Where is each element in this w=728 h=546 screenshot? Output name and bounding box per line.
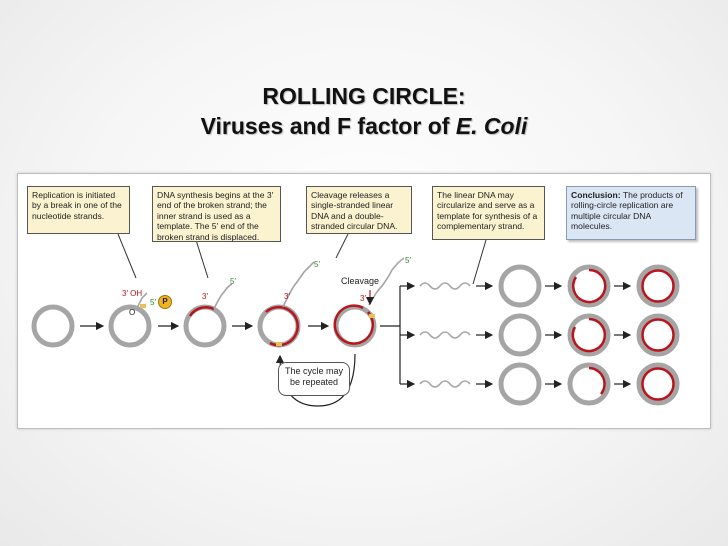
- circularized-circles: [498, 264, 542, 406]
- label-3prime-stage4: 3′: [284, 292, 290, 301]
- label-3prime-oh: 3′ OH: [122, 289, 143, 298]
- final-circular-products: [636, 264, 680, 406]
- diagram-canvas: [31, 233, 680, 407]
- stage-1-circle: [31, 304, 75, 348]
- linear-strands: [419, 282, 471, 388]
- label-5prime-stage4: 5′: [314, 260, 320, 269]
- title-species: E. Coli: [455, 113, 528, 139]
- stage-5-cleavage: [333, 257, 405, 348]
- callout-cleavage: Cleavage releases a single-stranded line…: [306, 186, 412, 234]
- callout-pointers: [117, 233, 487, 285]
- title-line-2-text: Viruses and F factor of: [200, 113, 456, 139]
- label-origin: O: [129, 308, 136, 317]
- label-5prime-stage2: 5′: [150, 298, 156, 307]
- pointer-3: [335, 233, 349, 259]
- label-3prime-stage3: 3′: [202, 292, 208, 301]
- callout-synthesis: DNA synthesis begins at the 3′ end of th…: [152, 186, 281, 242]
- pointer-2: [195, 239, 209, 279]
- label-5prime-stage3: 5′: [230, 277, 236, 286]
- label-5prime-stage5: 5′: [405, 256, 411, 265]
- label-3prime-stage5: 3′: [360, 294, 366, 303]
- arrows-to-synthesis: [545, 281, 563, 389]
- cycle-repeat-label: The cycle may be repeated: [278, 362, 350, 396]
- callout-initiation: Replication is initiated by a break in o…: [27, 186, 130, 234]
- conclusion-label: Conclusion:: [571, 190, 621, 200]
- pointer-4: [472, 239, 487, 285]
- rolling-circle-figure: Replication is initiated by a break in o…: [17, 173, 711, 429]
- title-line-1: ROLLING CIRCLE:: [262, 83, 466, 109]
- conclusion-text: The products of rolling-circle replicati…: [571, 190, 683, 232]
- phosphate-icon: P: [158, 295, 172, 309]
- title-line-2: Viruses and F factor of E. Coli: [0, 112, 728, 140]
- partial-synthesis-circles: [567, 264, 611, 406]
- cleavage-label: Cleavage: [341, 276, 380, 286]
- branch-arrows: [380, 281, 416, 389]
- callout-conclusion: Conclusion: The products of rolling-circ…: [566, 186, 696, 240]
- stage-4-rolling: [257, 261, 315, 348]
- callout-circularize: The linear DNA may circularize and serve…: [432, 186, 545, 240]
- arrows-to-products: [614, 281, 632, 389]
- slide-title: ROLLING CIRCLE: Viruses and F factor of …: [0, 82, 728, 140]
- arrows-to-circularized: [476, 281, 494, 389]
- pointer-1: [117, 233, 137, 279]
- stage-3-synthesis: [183, 283, 233, 348]
- stage-2-nicked-circle: [108, 292, 152, 348]
